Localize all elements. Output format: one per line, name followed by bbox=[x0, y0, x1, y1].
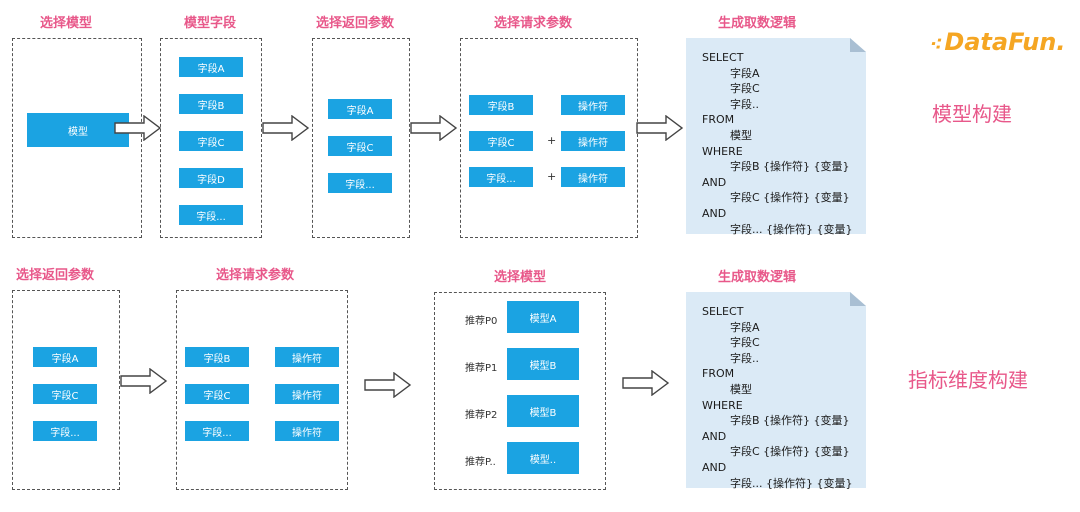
recommended-model-chip: 模型.. bbox=[507, 442, 579, 474]
arrow-right-icon bbox=[410, 115, 458, 141]
sql-line: 字段.. bbox=[730, 351, 759, 365]
model-chip: 模型 bbox=[27, 113, 129, 147]
sql-line: 字段A bbox=[730, 320, 760, 334]
sql-line: FROM bbox=[702, 113, 735, 127]
sql-line: 字段... {操作符} {变量} bbox=[730, 222, 853, 236]
recommended-model-chip: 模型B bbox=[507, 348, 579, 380]
sql-line: 字段C {操作符} {变量} bbox=[730, 445, 850, 459]
arrow-right-icon bbox=[262, 115, 310, 141]
operator-chip: 操作符 bbox=[561, 131, 625, 151]
operator-chip: 操作符 bbox=[561, 167, 625, 187]
plus-icon: + bbox=[547, 170, 557, 183]
field-chip: 字段D bbox=[179, 168, 243, 188]
title-select-model-top: 选择模型 bbox=[40, 16, 93, 31]
operator-chip: 操作符 bbox=[275, 347, 339, 367]
dots-icon: ⁖ bbox=[930, 34, 943, 55]
operator-chip: 操作符 bbox=[561, 95, 625, 115]
sql-line: 字段... {操作符} {变量} bbox=[730, 476, 853, 490]
return-field-chip: 字段A bbox=[33, 347, 97, 367]
arrow-right-icon bbox=[622, 370, 670, 396]
operator-chip: 操作符 bbox=[275, 421, 339, 441]
return-field-chip: 字段C bbox=[328, 136, 392, 156]
sql-line: 字段C {操作符} {变量} bbox=[730, 191, 850, 205]
request-field-chip: 字段... bbox=[469, 167, 533, 187]
sql-line: 模型 bbox=[730, 382, 752, 396]
title-select-returns-top: 选择返回参数 bbox=[316, 16, 395, 31]
select-model-box-bottom: 推荐P0 模型A 推荐P1 模型B 推荐P2 模型B 推荐P.. 模型.. bbox=[434, 292, 606, 490]
return-field-chip: 字段... bbox=[33, 421, 97, 441]
sql-line: 字段B {操作符} {变量} bbox=[730, 414, 850, 428]
return-field-chip: 字段A bbox=[328, 99, 392, 119]
recommended-model-chip: 模型A bbox=[507, 301, 579, 333]
recommend-label: 推荐P2 bbox=[465, 410, 498, 421]
request-field-chip: 字段... bbox=[185, 421, 249, 441]
sql-line: AND bbox=[702, 175, 727, 189]
recommended-model-chip: 模型B bbox=[507, 395, 579, 427]
datafun-logo: ⁖DataFun. bbox=[930, 28, 1066, 56]
sql-line: SELECT bbox=[702, 305, 744, 318]
side-label-model-build: 模型构建 bbox=[932, 102, 1012, 126]
title-generate-logic-bottom: 生成取数逻辑 bbox=[718, 270, 797, 285]
request-field-chip: 字段B bbox=[469, 95, 533, 115]
request-field-chip: 字段C bbox=[185, 384, 249, 404]
title-select-request-top: 选择请求参数 bbox=[494, 16, 573, 31]
sql-line: 字段B {操作符} {变量} bbox=[730, 160, 850, 174]
sql-line: WHERE bbox=[702, 144, 743, 158]
operator-chip: 操作符 bbox=[275, 384, 339, 404]
title-select-request-bottom: 选择请求参数 bbox=[216, 268, 295, 283]
title-model-fields: 模型字段 bbox=[184, 16, 237, 31]
side-label-metric-dimension-build: 指标维度构建 bbox=[908, 368, 1028, 392]
arrow-right-icon bbox=[120, 368, 168, 394]
field-chip: 字段... bbox=[179, 205, 243, 225]
arrow-right-icon bbox=[114, 115, 162, 141]
title-select-model-bottom: 选择模型 bbox=[494, 270, 547, 285]
field-chip: 字段A bbox=[179, 57, 243, 77]
sql-line: 字段A bbox=[730, 66, 760, 80]
sql-line: AND bbox=[702, 206, 727, 220]
recommend-label: 推荐P.. bbox=[465, 457, 496, 468]
sql-line: AND bbox=[702, 429, 727, 443]
return-params-box-bottom: 字段A 字段C 字段... bbox=[12, 290, 120, 490]
sql-line: 字段C bbox=[730, 336, 760, 350]
request-field-chip: 字段C bbox=[469, 131, 533, 151]
plus-icon: + bbox=[547, 134, 557, 147]
arrow-right-icon bbox=[364, 372, 412, 398]
select-model-box: 模型 bbox=[12, 38, 142, 238]
field-chip: 字段C bbox=[179, 131, 243, 151]
recommend-label: 推荐P0 bbox=[465, 316, 498, 327]
model-fields-box: 字段A 字段B 字段C 字段D 字段... bbox=[160, 38, 262, 238]
request-field-chip: 字段B bbox=[185, 347, 249, 367]
sql-line: WHERE bbox=[702, 398, 743, 412]
sql-line: 模型 bbox=[730, 128, 752, 142]
title-select-returns-bottom: 选择返回参数 bbox=[16, 268, 95, 283]
sql-line: FROM bbox=[702, 367, 735, 381]
title-generate-logic-top: 生成取数逻辑 bbox=[718, 16, 797, 31]
arrow-right-icon bbox=[636, 115, 684, 141]
sql-line: SELECT bbox=[702, 51, 744, 64]
field-chip: 字段B bbox=[179, 94, 243, 114]
return-params-box-top: 字段A 字段C 字段... bbox=[312, 38, 410, 238]
sql-line: 字段C bbox=[730, 82, 760, 96]
recommend-label: 推荐P1 bbox=[465, 363, 498, 374]
sql-line: 字段.. bbox=[730, 97, 759, 111]
sql-line: AND bbox=[702, 460, 727, 474]
return-field-chip: 字段C bbox=[33, 384, 97, 404]
return-field-chip: 字段... bbox=[328, 173, 392, 193]
